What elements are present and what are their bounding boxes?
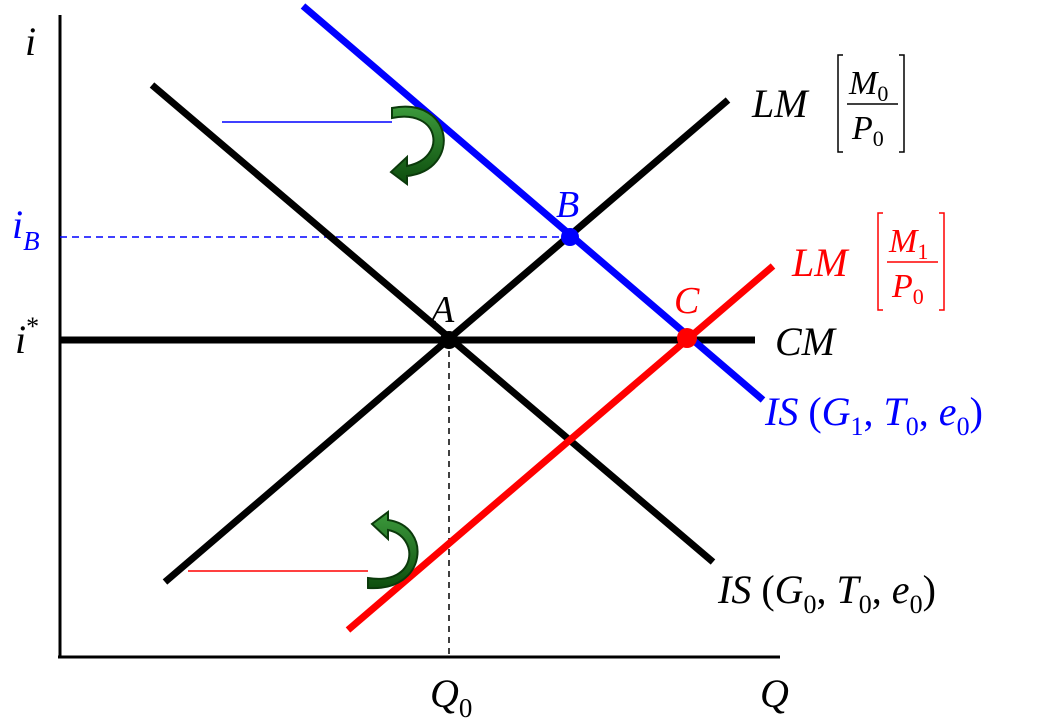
lm1-right-bracket [939, 212, 945, 311]
q0-tick-label: Q0 [430, 671, 472, 720]
lm1-left-bracket [877, 212, 883, 311]
point-b-marker [561, 228, 579, 246]
point-c-label: C [674, 280, 700, 322]
lm1-curve-label: LM M1 P0 [791, 212, 945, 311]
i-b-tick-label: iB [12, 202, 40, 256]
point-a-marker [440, 331, 458, 349]
svg-text:P0: P0 [891, 268, 924, 309]
is1-curve-label: IS (G1, T0, e0) [764, 389, 983, 441]
lm1-curve [345, 263, 776, 633]
svg-text:M0: M0 [848, 65, 888, 106]
cm-curve-label: CM [775, 319, 838, 364]
lm0-right-bracket [899, 54, 905, 153]
is-shift-curved-arrow-icon [389, 105, 445, 186]
lm0-left-bracket [837, 54, 843, 153]
point-b-label: B [556, 184, 579, 226]
lm0-curve-label: LM M0 P0 [751, 54, 905, 153]
point-c-marker [677, 328, 697, 348]
point-a-label: A [428, 289, 455, 331]
y-axis-label: i [25, 19, 36, 64]
x-axis-label: Q [760, 671, 789, 716]
i-star-tick-label: i* [15, 312, 39, 362]
svg-text:LM: LM [751, 81, 810, 126]
svg-text:M1: M1 [888, 223, 928, 264]
lm-shift-curved-arrow-icon [367, 510, 419, 590]
svg-text:LM: LM [791, 240, 850, 285]
is0-curve-label: IS (G0, T0, e0) [717, 567, 936, 619]
is0-curve [149, 82, 716, 565]
svg-text:P0: P0 [851, 110, 884, 151]
